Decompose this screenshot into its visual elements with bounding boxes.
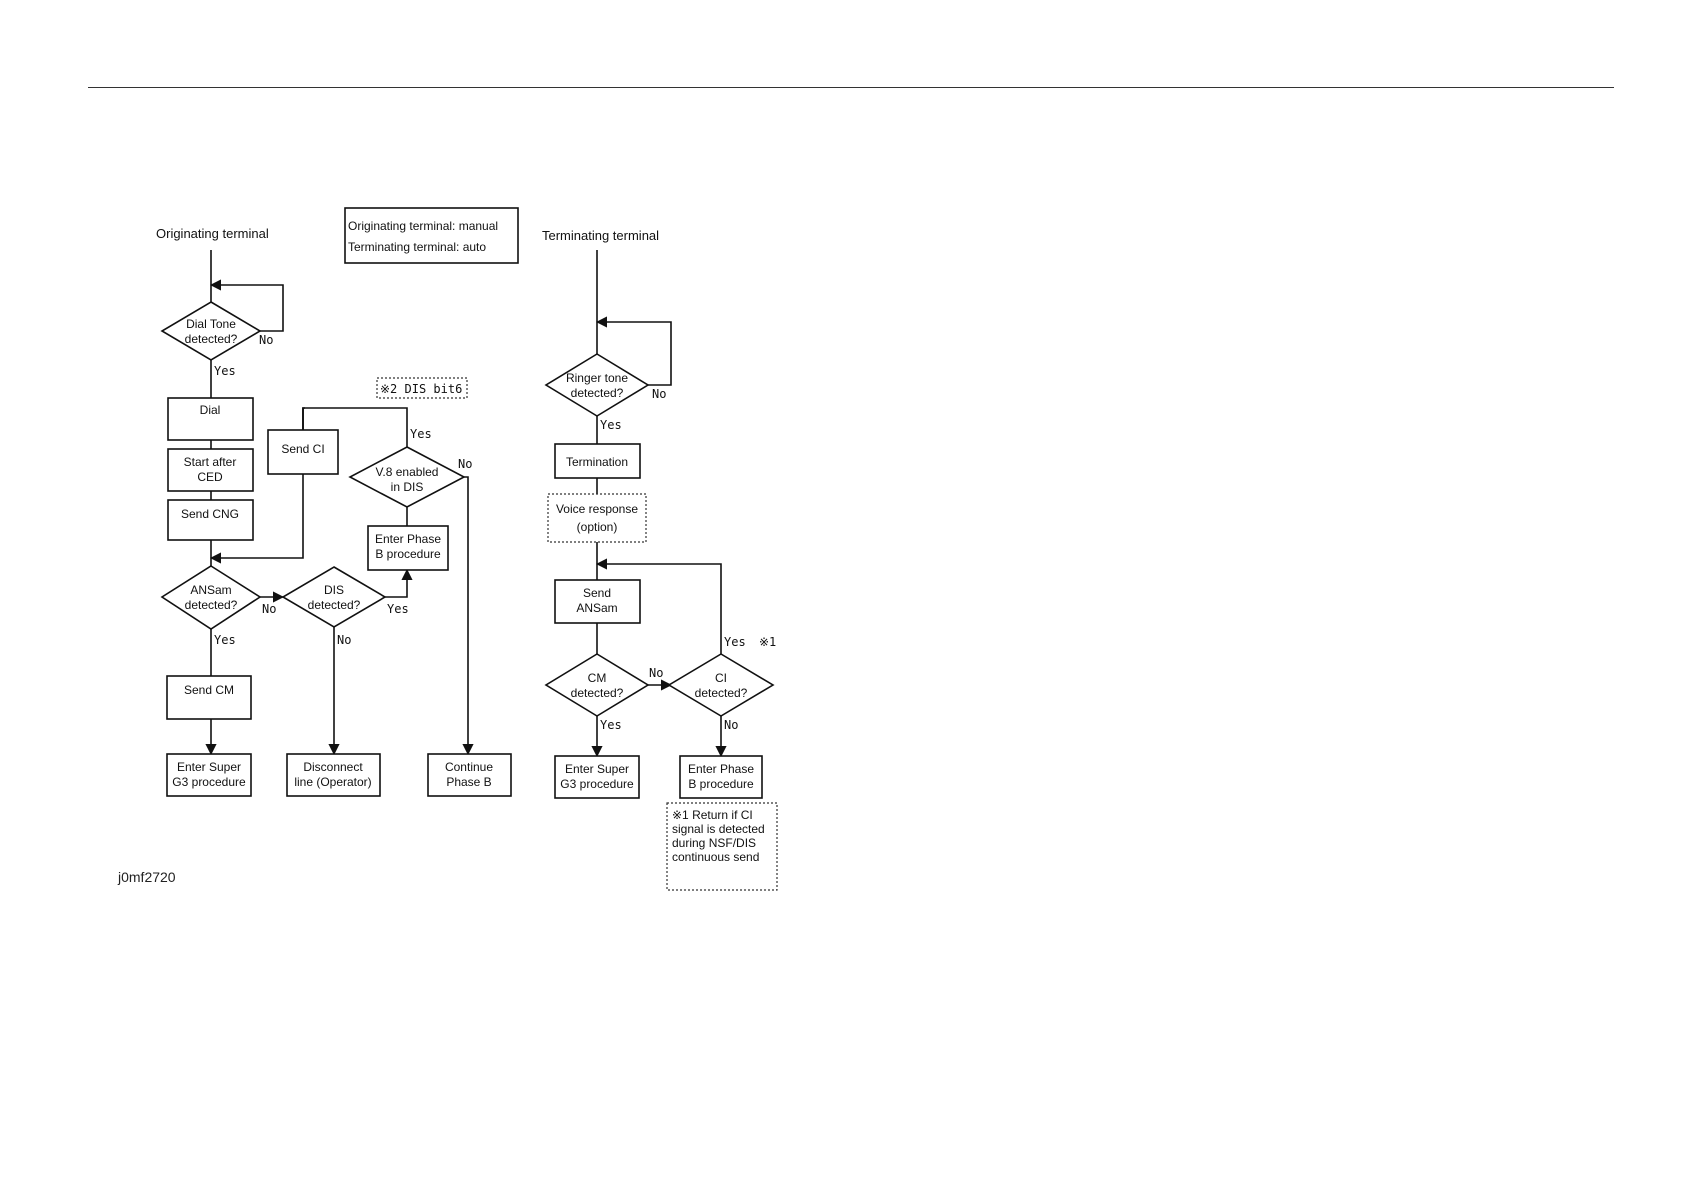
mode-box: Originating terminal: manual Terminating… (344, 207, 519, 264)
ringer-tone-decision: Ringer tone detected? (544, 353, 650, 417)
ansam-text-1: ANSam (190, 583, 231, 597)
send-ansam-text-1: Send (583, 586, 611, 600)
v8-no-label: No (458, 457, 472, 471)
voice-text-1: Voice response (556, 502, 638, 516)
send-ansam-text-2: ANSam (576, 601, 617, 615)
term-connectors (591, 250, 727, 758)
continue-b-text-1: Continue (445, 760, 493, 774)
send-ci-text: Send CI (281, 442, 324, 456)
ansam-yes-label: Yes (214, 633, 236, 647)
start-after-ced-text-1: Start after (184, 455, 237, 469)
send-cng-text: Send CNG (181, 507, 239, 521)
dial-tone-text-1: Dial Tone (186, 317, 236, 331)
ci-return-note: ※1 Return if CI signal is detected durin… (666, 802, 778, 891)
term-phase-b-text-2: B procedure (688, 777, 754, 791)
term-super-g3-box: Enter Super G3 procedure (554, 755, 640, 799)
continue-b-text-2: Phase B (446, 775, 491, 789)
v8-text-2: in DIS (391, 480, 424, 494)
send-cng-box: Send CNG (167, 499, 254, 541)
disconnect-line-box: Disconnect line (Operator) (286, 753, 381, 797)
term-super-g3-text-2: G3 procedure (560, 777, 634, 791)
cm-no-label: No (649, 666, 663, 680)
voice-text-2: (option) (577, 520, 618, 534)
dis-yes-label: Yes (387, 602, 409, 616)
dial-text: Dial (200, 403, 221, 417)
ci-note-line4: continuous send (672, 850, 759, 864)
ci-note-line1: ※1 Return if CI (672, 808, 753, 822)
send-ci-box: Send CI (267, 429, 339, 475)
enter-phase-b-procedure-box: Enter Phase B procedure (367, 525, 449, 571)
v8-text-1: V.8 enabled (376, 465, 439, 479)
termination-text: Termination (566, 455, 628, 469)
cm-yes-label: Yes (600, 718, 622, 732)
phase-b-proc-text-2: B procedure (375, 547, 441, 561)
origin-super-g3-text-1: Enter Super (177, 760, 241, 774)
disconnect-text-1: Disconnect (303, 760, 363, 774)
send-cm-text: Send CM (184, 683, 234, 697)
ringer-text-1: Ringer tone (566, 371, 628, 385)
ansam-decision: ANSam detected? (160, 565, 262, 630)
ci-detected-decision: CI detected? (667, 653, 775, 717)
send-ansam-box: Send ANSam (554, 579, 641, 624)
dis-text-1: DIS (324, 583, 344, 597)
figure-id: j0mf2720 (118, 869, 176, 885)
dial-tone-decision: Dial Tone detected? (160, 301, 262, 361)
ci-yes-label: Yes (724, 635, 746, 649)
origin-branch-labels: No Yes Yes No No Yes Yes No (214, 333, 472, 647)
v8-yes-label: Yes (410, 427, 432, 441)
dial-box: Dial (167, 397, 254, 441)
cm-text-1: CM (588, 671, 607, 685)
ci-text-1: CI (715, 671, 727, 685)
terminating-terminal-heading: Terminating terminal (542, 228, 659, 243)
send-cm-box: Send CM (166, 675, 252, 720)
originating-terminal-heading: Originating terminal (156, 226, 269, 241)
term-phase-b-box: Enter Phase B procedure (679, 755, 763, 799)
cm-detected-decision: CM detected? (544, 653, 650, 717)
term-phase-b-text-1: Enter Phase (688, 762, 754, 776)
voice-response-box: Voice response (option) (547, 493, 647, 543)
ringer-text-2: detected? (571, 386, 624, 400)
phase-b-proc-text-1: Enter Phase (375, 532, 441, 546)
origin-super-g3-text-2: G3 procedure (172, 775, 246, 789)
ringer-yes-label: Yes (600, 418, 622, 432)
ci-ref-mark: ※1 (759, 635, 776, 649)
ansam-text-2: detected? (185, 598, 238, 612)
ci-note-line3: during NSF/DIS (672, 836, 756, 850)
cm-text-2: detected? (571, 686, 624, 700)
dial-tone-yes-label: Yes (214, 364, 236, 378)
mode-box-line1: Originating terminal: manual (348, 219, 498, 233)
dis-text-2: detected? (308, 598, 361, 612)
dis-no-label: No (337, 633, 351, 647)
ci-note-line2: signal is detected (672, 822, 765, 836)
disconnect-text-2: line (Operator) (294, 775, 371, 789)
ci-no-label: No (724, 718, 738, 732)
start-after-ced-text-2: CED (197, 470, 223, 484)
v8-enabled-decision: V.8 enabled in DIS (348, 446, 466, 508)
dis-detected-decision: DIS detected? (281, 566, 387, 628)
ci-text-2: detected? (695, 686, 748, 700)
dis-bit6-note: ※2 DIS bit6 (376, 377, 468, 399)
termination-box: Termination (554, 443, 641, 479)
dis-bit6-note-text: ※2 DIS bit6 (380, 382, 462, 396)
origin-connectors (205, 250, 474, 756)
continue-phase-b-box: Continue Phase B (427, 753, 512, 797)
dial-tone-text-2: detected? (185, 332, 238, 346)
top-rule (88, 87, 1614, 88)
origin-super-g3-box: Enter Super G3 procedure (166, 753, 252, 797)
term-super-g3-text-1: Enter Super (565, 762, 629, 776)
start-after-ced-box: Start after CED (167, 448, 254, 492)
ringer-no-label: No (652, 387, 666, 401)
dial-tone-no-label: No (259, 333, 273, 347)
ansam-no-label: No (262, 602, 276, 616)
mode-box-line2: Terminating terminal: auto (348, 240, 486, 254)
term-branch-labels: No Yes Yes ※1 No Yes No (600, 387, 776, 732)
